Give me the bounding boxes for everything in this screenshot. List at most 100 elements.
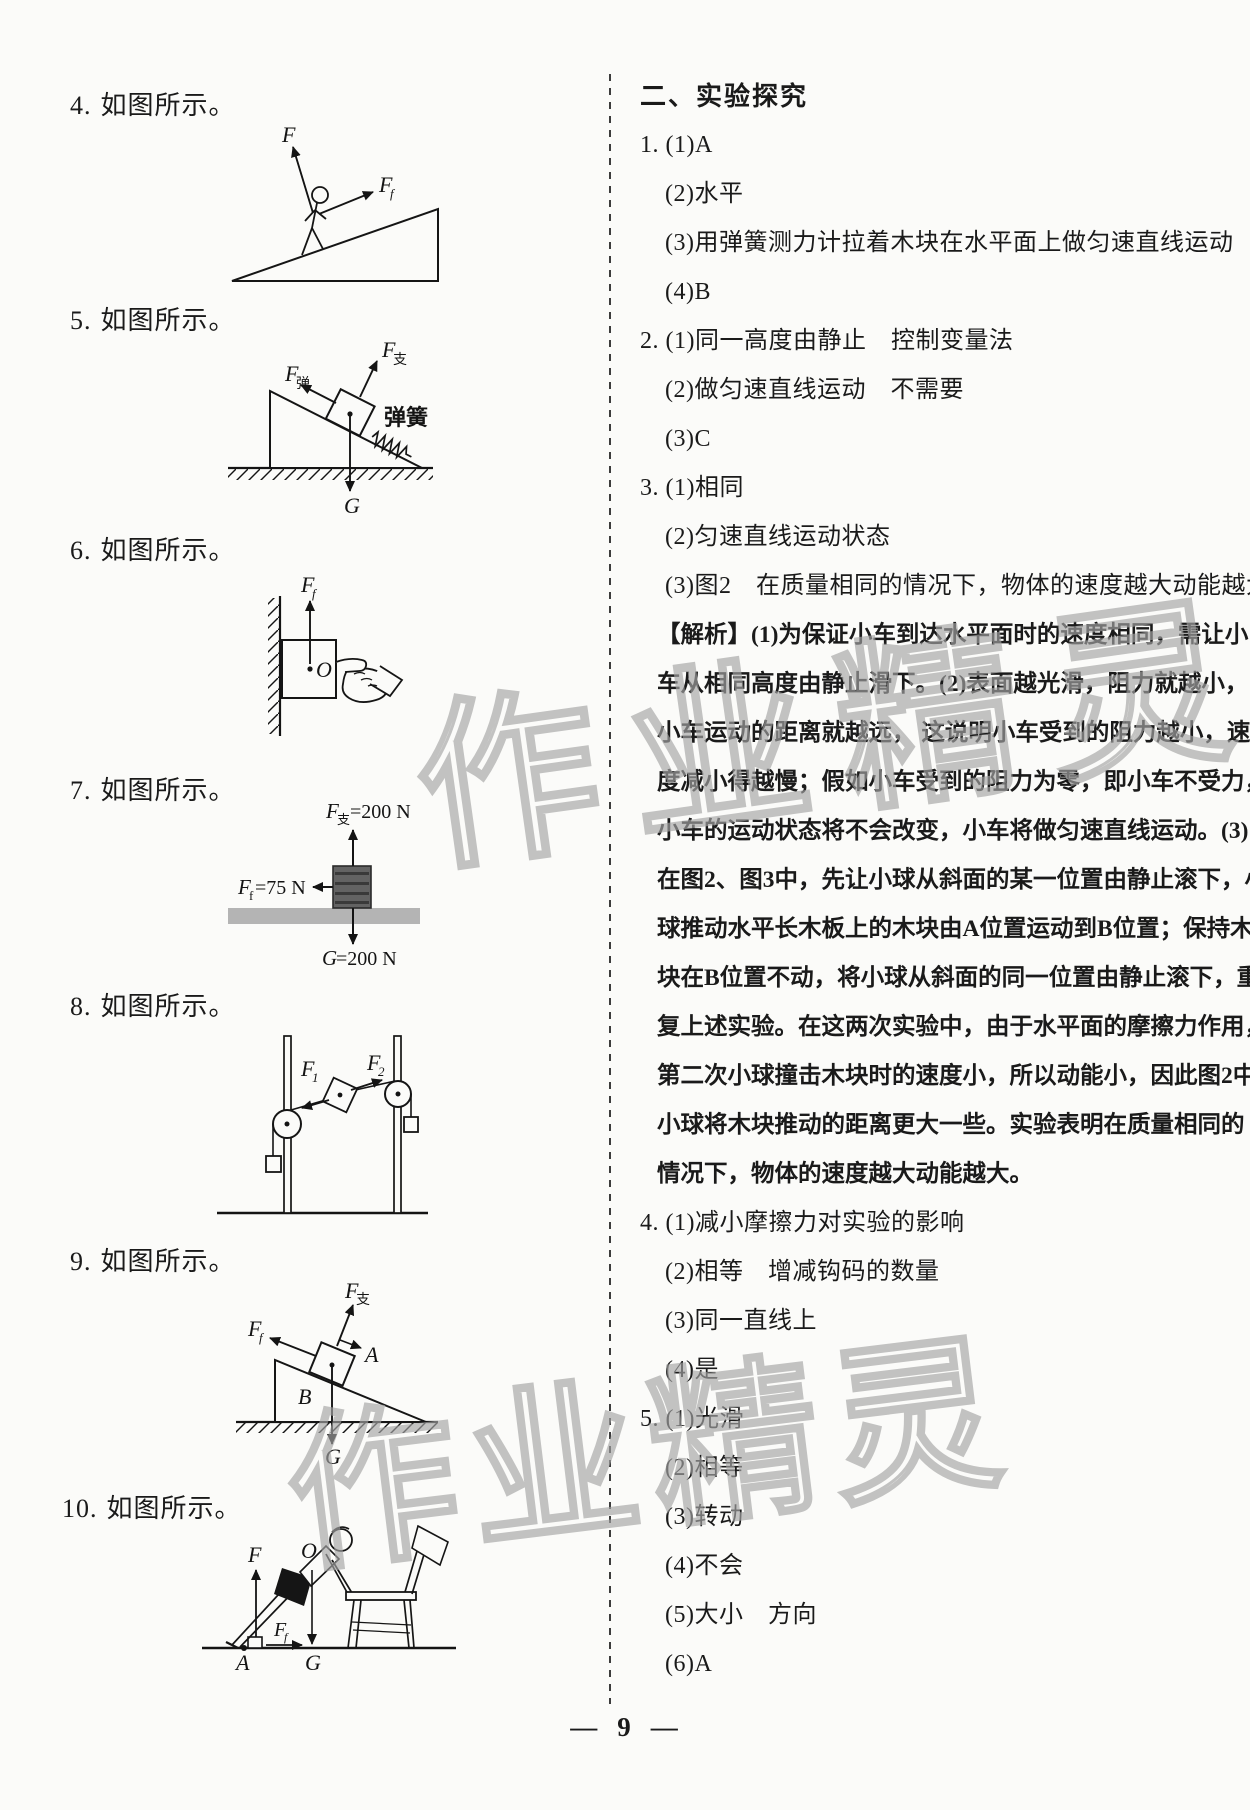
normal-label-sub: 支 (337, 812, 350, 827)
answer-line: (6)A (665, 1651, 713, 1677)
force-label-Ff: F (378, 172, 393, 197)
item-number: 9. (70, 1247, 92, 1276)
spring-force-label: F (284, 361, 299, 386)
answer-line: (3)用弹簧测力计拉着木块在水平面上做匀速直线运动 (665, 230, 1234, 256)
answer-line: 2. (1)同一高度由静止 控制变量法 (640, 328, 1014, 354)
column-divider (609, 74, 611, 1704)
spring-force-arrow (300, 384, 337, 404)
answer-line: 小车的运动状态将不会改变，小车将做匀速直线运动。(3) (657, 818, 1249, 844)
block-center-dot (347, 411, 353, 417)
person-icon (225, 1526, 356, 1649)
point-A-dot (241, 1645, 247, 1651)
page-number-value: 9 (617, 1712, 633, 1742)
force-arrow-F1 (301, 1099, 330, 1110)
item-number: 7. (70, 776, 92, 805)
answer-line: 在图2、图3中，先让小球从斜面的某一位置由静止滚下，小 (657, 867, 1250, 893)
normal-label-sub: 支 (356, 1292, 370, 1308)
gravity-label: G (305, 1650, 321, 1675)
section-heading: 二、实验探究 (640, 82, 809, 111)
answer-line: (2)匀速直线运动状态 (665, 524, 891, 550)
answer-line: (4)是 (665, 1357, 719, 1383)
center-dot (307, 666, 313, 672)
normal-value: =200 N (350, 801, 411, 823)
answer-line: 情况下，物体的速度越大动能越大。 (657, 1161, 1033, 1187)
point-label-B: B (298, 1384, 311, 1409)
figure-10-pushup-chair-diagram: F O G F f (202, 1524, 456, 1675)
friction-label-sub: f (312, 586, 318, 601)
gravity-label: G (325, 1444, 341, 1469)
answer-line: (4)不会 (665, 1553, 744, 1579)
foot-brick (247, 1636, 263, 1649)
right-stand (393, 1035, 402, 1214)
point-label-A: A (234, 1650, 250, 1675)
answer-line: 3. (1)相同 (640, 475, 744, 501)
hand-icon (335, 657, 404, 703)
friction-value: =75 N (255, 877, 306, 899)
answer-line: 复上述实验。在这两次实验中，由于水平面的摩擦力作用， (657, 1014, 1250, 1040)
answer-line: 球推动水平长木板上的木块由A位置运动到B位置；保持木 (657, 916, 1250, 942)
item-text: 如图所示。 (106, 1494, 242, 1523)
normal-force-label: F (381, 337, 396, 362)
left-weight (265, 1155, 282, 1173)
chair-icon (345, 1524, 449, 1649)
friction-label: F (273, 1619, 287, 1641)
spring-force-sub: 弹 (296, 376, 310, 392)
friction-label: F (300, 572, 315, 597)
spring-icon (371, 429, 412, 460)
answer-line: (2)相等 (665, 1455, 744, 1481)
answer-line: (4)B (665, 279, 711, 305)
page-number-prefix: — (570, 1712, 600, 1742)
answer-line: (3)同一直线上 (665, 1308, 817, 1334)
item-number: 10. (62, 1494, 98, 1523)
force-arrow-F2 (350, 1078, 383, 1091)
figure-6-wall-block-hand-diagram: O F f (268, 572, 404, 736)
left-pulley-axle (284, 1121, 290, 1127)
friction-label-sub: f (284, 1630, 289, 1644)
item-number: 8. (70, 992, 92, 1021)
item-6-caption: 6.如图所示。 (70, 530, 236, 567)
friction-label-sub: f (249, 888, 254, 903)
incline (274, 1358, 427, 1423)
item-7-caption: 7.如图所示。 (70, 770, 236, 807)
answer-line: 4. (1)减小摩擦力对实验的影响 (640, 1210, 965, 1236)
force-label-F2-sub: 2 (378, 1064, 385, 1079)
friction-label: F (247, 1316, 262, 1341)
item-text: 如图所示。 (100, 1247, 236, 1276)
figure-5-incline-spring-diagram: F 弹 F 支 弹簧 G (228, 337, 433, 518)
item-number: 5. (70, 306, 92, 335)
force-label-Ff-sub: f (390, 186, 396, 201)
answer-line: (2)相等 增减钩码的数量 (665, 1259, 940, 1285)
point-label-O: O (301, 1538, 317, 1563)
applied-force-label: F (247, 1542, 262, 1567)
force-arrow-F (291, 146, 314, 214)
answer-line: (3)转动 (665, 1504, 744, 1530)
answer-line: 5. (1)光滑 (640, 1406, 744, 1432)
item-4-caption: 4.如图所示。 (70, 85, 236, 122)
gravity-value: =200 N (336, 948, 397, 970)
normal-force-arrow (336, 1304, 355, 1347)
crate-block (332, 865, 372, 909)
answer-line: (5)大小 方向 (665, 1602, 817, 1628)
ground-hatching (228, 469, 433, 480)
answer-line: 1. (1)A (640, 132, 713, 158)
card-center-dot (337, 1092, 343, 1098)
item-10-caption: 10. 如图所示。 (62, 1488, 242, 1525)
item-number: 4. (70, 91, 92, 120)
page-number: —9— (540, 1712, 710, 1743)
point-label-A: A (363, 1342, 379, 1367)
figure-7-block-photo-diagram: F 支 =200 N F f =75 N G =200 N (228, 799, 420, 970)
answer-line: 度减小得越慢；假如小车受到的阻力为零，即小车不受力， (657, 769, 1250, 795)
answer-line: 小球将木块推动的距离更大一些。实验表明在质量相同的 (657, 1112, 1245, 1138)
wall-hatching (268, 598, 280, 734)
slide-direction-arrow (339, 1339, 362, 1350)
person-icon (301, 186, 329, 256)
friction-label: F (237, 875, 251, 899)
item-text: 如图所示。 (100, 536, 236, 565)
friction-label-sub: f (259, 1330, 265, 1345)
answer-line: (3)图2 在质量相同的情况下，物体的速度越大动能越大 (665, 573, 1250, 599)
gravity-label: G (344, 493, 360, 518)
spring-text-label: 弹簧 (384, 405, 428, 430)
right-weight (403, 1116, 419, 1133)
